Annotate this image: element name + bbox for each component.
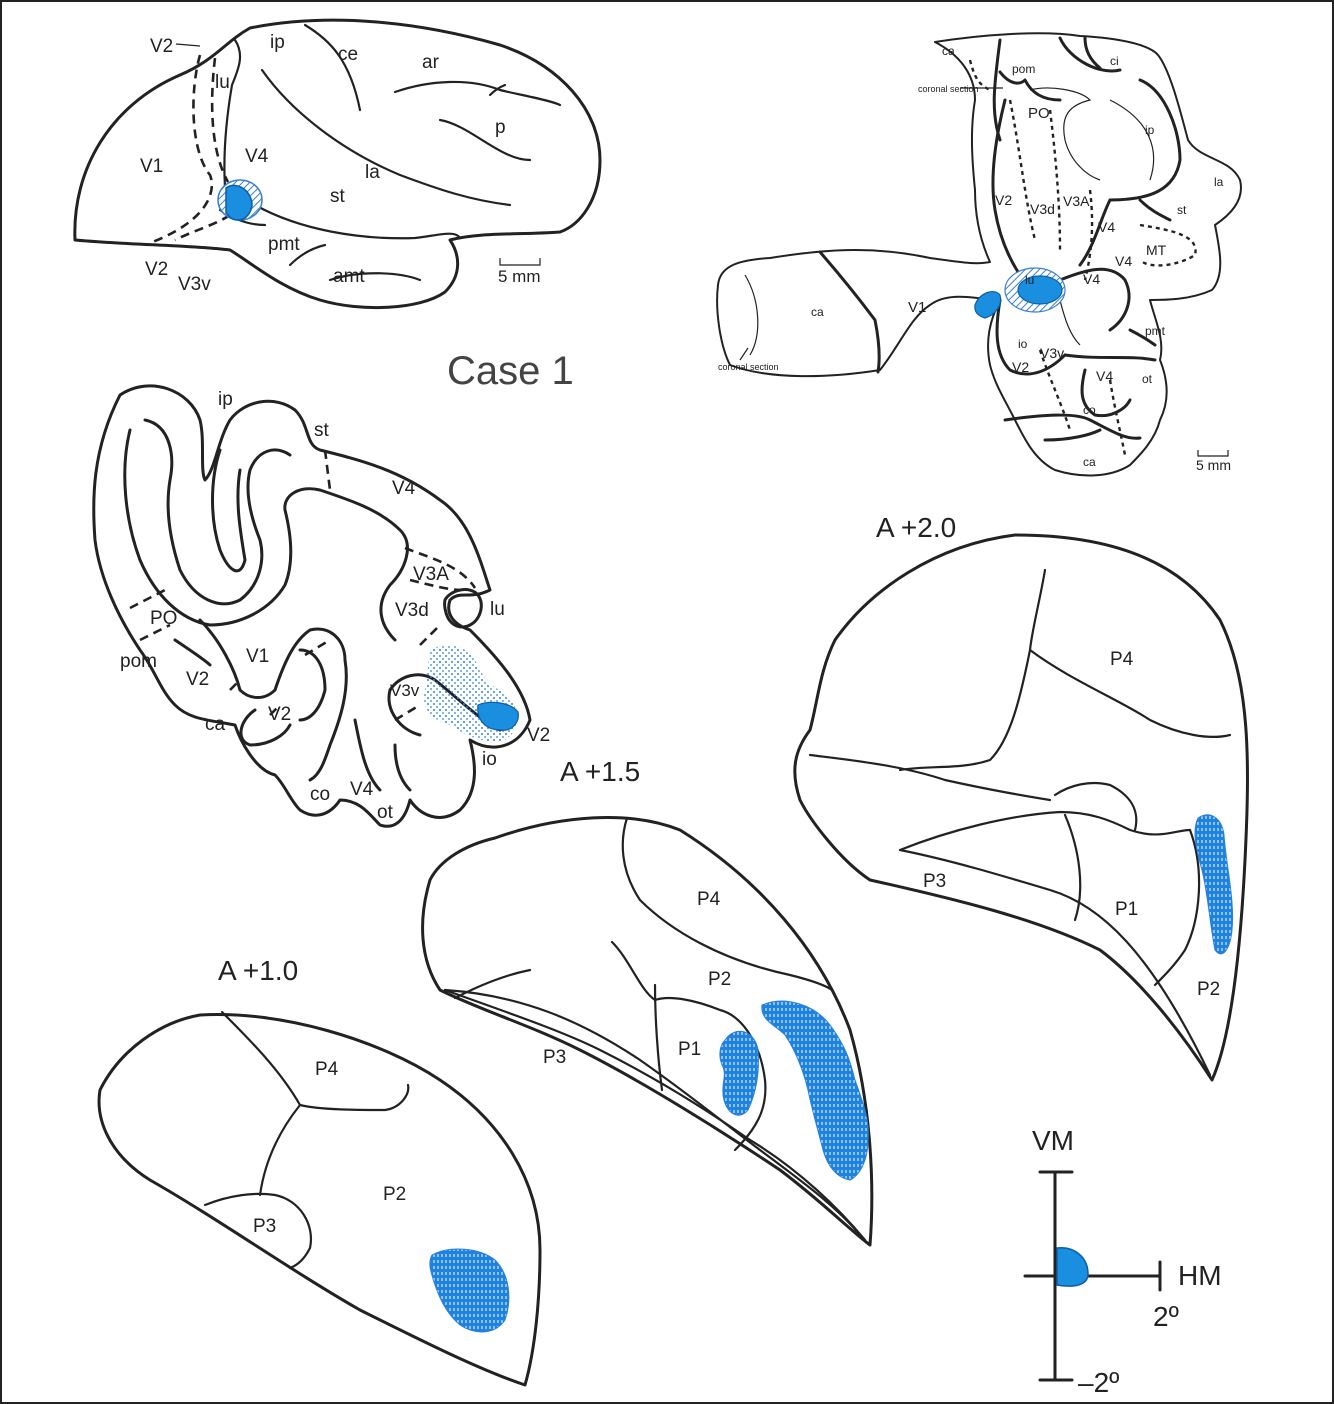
field-map-receptive-field [1057,1248,1088,1286]
section-label: P4 [315,1059,339,1080]
flatmap-label: st [1177,203,1187,217]
flatmap-label: ca [1083,455,1096,469]
coronal-outline-outer [94,386,530,826]
lateral-label: la [365,162,380,183]
section-label: P2 [1197,979,1220,1000]
coronal-label: ca [205,714,226,735]
section-label-field [720,1031,759,1115]
flatmap: ca pom ci PO ip la V2 V3d V3A st V4 MT V… [717,33,1241,475]
section-label: P1 [1115,899,1138,920]
field-map-hm-label: HM [1178,1260,1222,1291]
section-label-field [1195,815,1233,954]
flatmap-label: ca [811,305,824,319]
coronal-label: V1 [246,646,269,667]
field-map-vm-label: VM [1032,1125,1074,1156]
section-label: P3 [923,871,946,892]
coronal-label: V3v [390,681,420,700]
lateral-label: ip [270,32,285,53]
flatmap-label: V4 [1115,253,1132,269]
lateral-label: amt [333,266,365,287]
section-label: P4 [1110,649,1134,670]
section-title: A +2.0 [876,512,956,543]
coronal-label: V3d [395,600,429,621]
coronal-label: co [310,784,330,805]
flatmap-label: V4 [1098,219,1115,235]
flatmap-label: V2 [995,192,1012,208]
lateral-scale-bar-label: 5 mm [498,267,541,286]
field-map-deg-neg: –2º [1078,1367,1119,1398]
flatmap-label: ca [942,44,955,58]
coronal-label: V3A [413,564,449,585]
coronal-label: V2 [186,669,209,690]
section-a-1-5: A +1.5 P4 P2 P3 P1 [423,756,872,1245]
flatmap-label: ot [1142,372,1153,386]
coronal-label: ot [377,802,394,823]
lateral-label: ce [338,44,358,65]
lateral-brain-view: V2 ip ce ar lu V1 V4 la p st pmt amt V2 … [75,20,600,307]
section-label: P1 [678,1039,701,1060]
flatmap-label: io [1018,337,1028,351]
flatmap-scale-bar-label: 5 mm [1196,457,1231,473]
section-a-2-0: A +2.0 P4 P3 P1 P2 [795,512,1248,1080]
flatmap-label: V4 [1096,368,1113,384]
section-outline [795,535,1248,1080]
coronal-label: st [314,420,330,441]
flatmap-label: pom [1012,62,1035,76]
lateral-label: V3v [178,274,211,295]
section-label-field [762,1001,868,1180]
lateral-label: V4 [245,146,269,167]
coronal-label: pom [120,651,157,672]
section-label-field [430,1249,509,1332]
flatmap-label: V1 [908,299,926,316]
flatmap-label: V4 [1083,271,1100,287]
lateral-label: V1 [140,156,163,177]
flatmap-label: pmt [1145,324,1166,338]
section-title: A +1.5 [560,756,640,787]
coronal-label: V4 [350,779,374,800]
flatmap-label: PO [1028,105,1050,122]
flatmap-label: V3A [1063,193,1090,209]
coronal-label: V4 [392,478,416,499]
flatmap-label: V2 [1012,359,1029,375]
section-label: P3 [253,1216,276,1237]
coronal-label: V2 [268,704,291,725]
flatmap-label: co [1083,403,1096,417]
section-label: P4 [697,889,721,910]
coronal-label: lu [490,599,505,620]
coronal-label: V2 [527,725,550,746]
lateral-label: st [330,186,346,207]
flatmap-coronal-label-top: coronal section [918,84,979,94]
lateral-label: pmt [268,234,300,255]
coronal-label: ip [218,389,233,410]
section-a-1-0: A +1.0 P4 P2 P3 [99,955,540,1385]
flatmap-label: MT [1146,242,1167,258]
flatmap-label: la [1214,175,1224,189]
flatmap-label: ci [1110,54,1119,68]
visual-field-map: VM HM 2º –2º [1025,1125,1222,1398]
flatmap-label: V3d [1030,201,1055,217]
lateral-label: V2 [145,259,168,280]
lateral-label: ar [422,52,440,73]
lateral-label: lu [215,72,230,93]
section-title: A +1.0 [218,955,298,986]
coronal-label: PO [150,608,177,629]
section-label: P2 [708,969,731,990]
figure-title: Case 1 [447,349,574,393]
lateral-label: V2 [150,36,173,57]
coronal-section: ip st V4 V3A V3d lu PO pom V1 V2 ca V2 V… [94,386,551,826]
lateral-label: p [495,117,506,138]
section-label: P2 [383,1184,406,1205]
coronal-label: io [482,749,497,770]
flatmap-coronal-label-left: coronal section [718,362,779,372]
flatmap-label: lu [1025,273,1034,287]
flatmap-label: ip [1145,123,1155,137]
flatmap-label: V3v [1040,345,1064,361]
section-label: P3 [543,1047,566,1068]
field-map-deg-pos: 2º [1153,1301,1179,1332]
